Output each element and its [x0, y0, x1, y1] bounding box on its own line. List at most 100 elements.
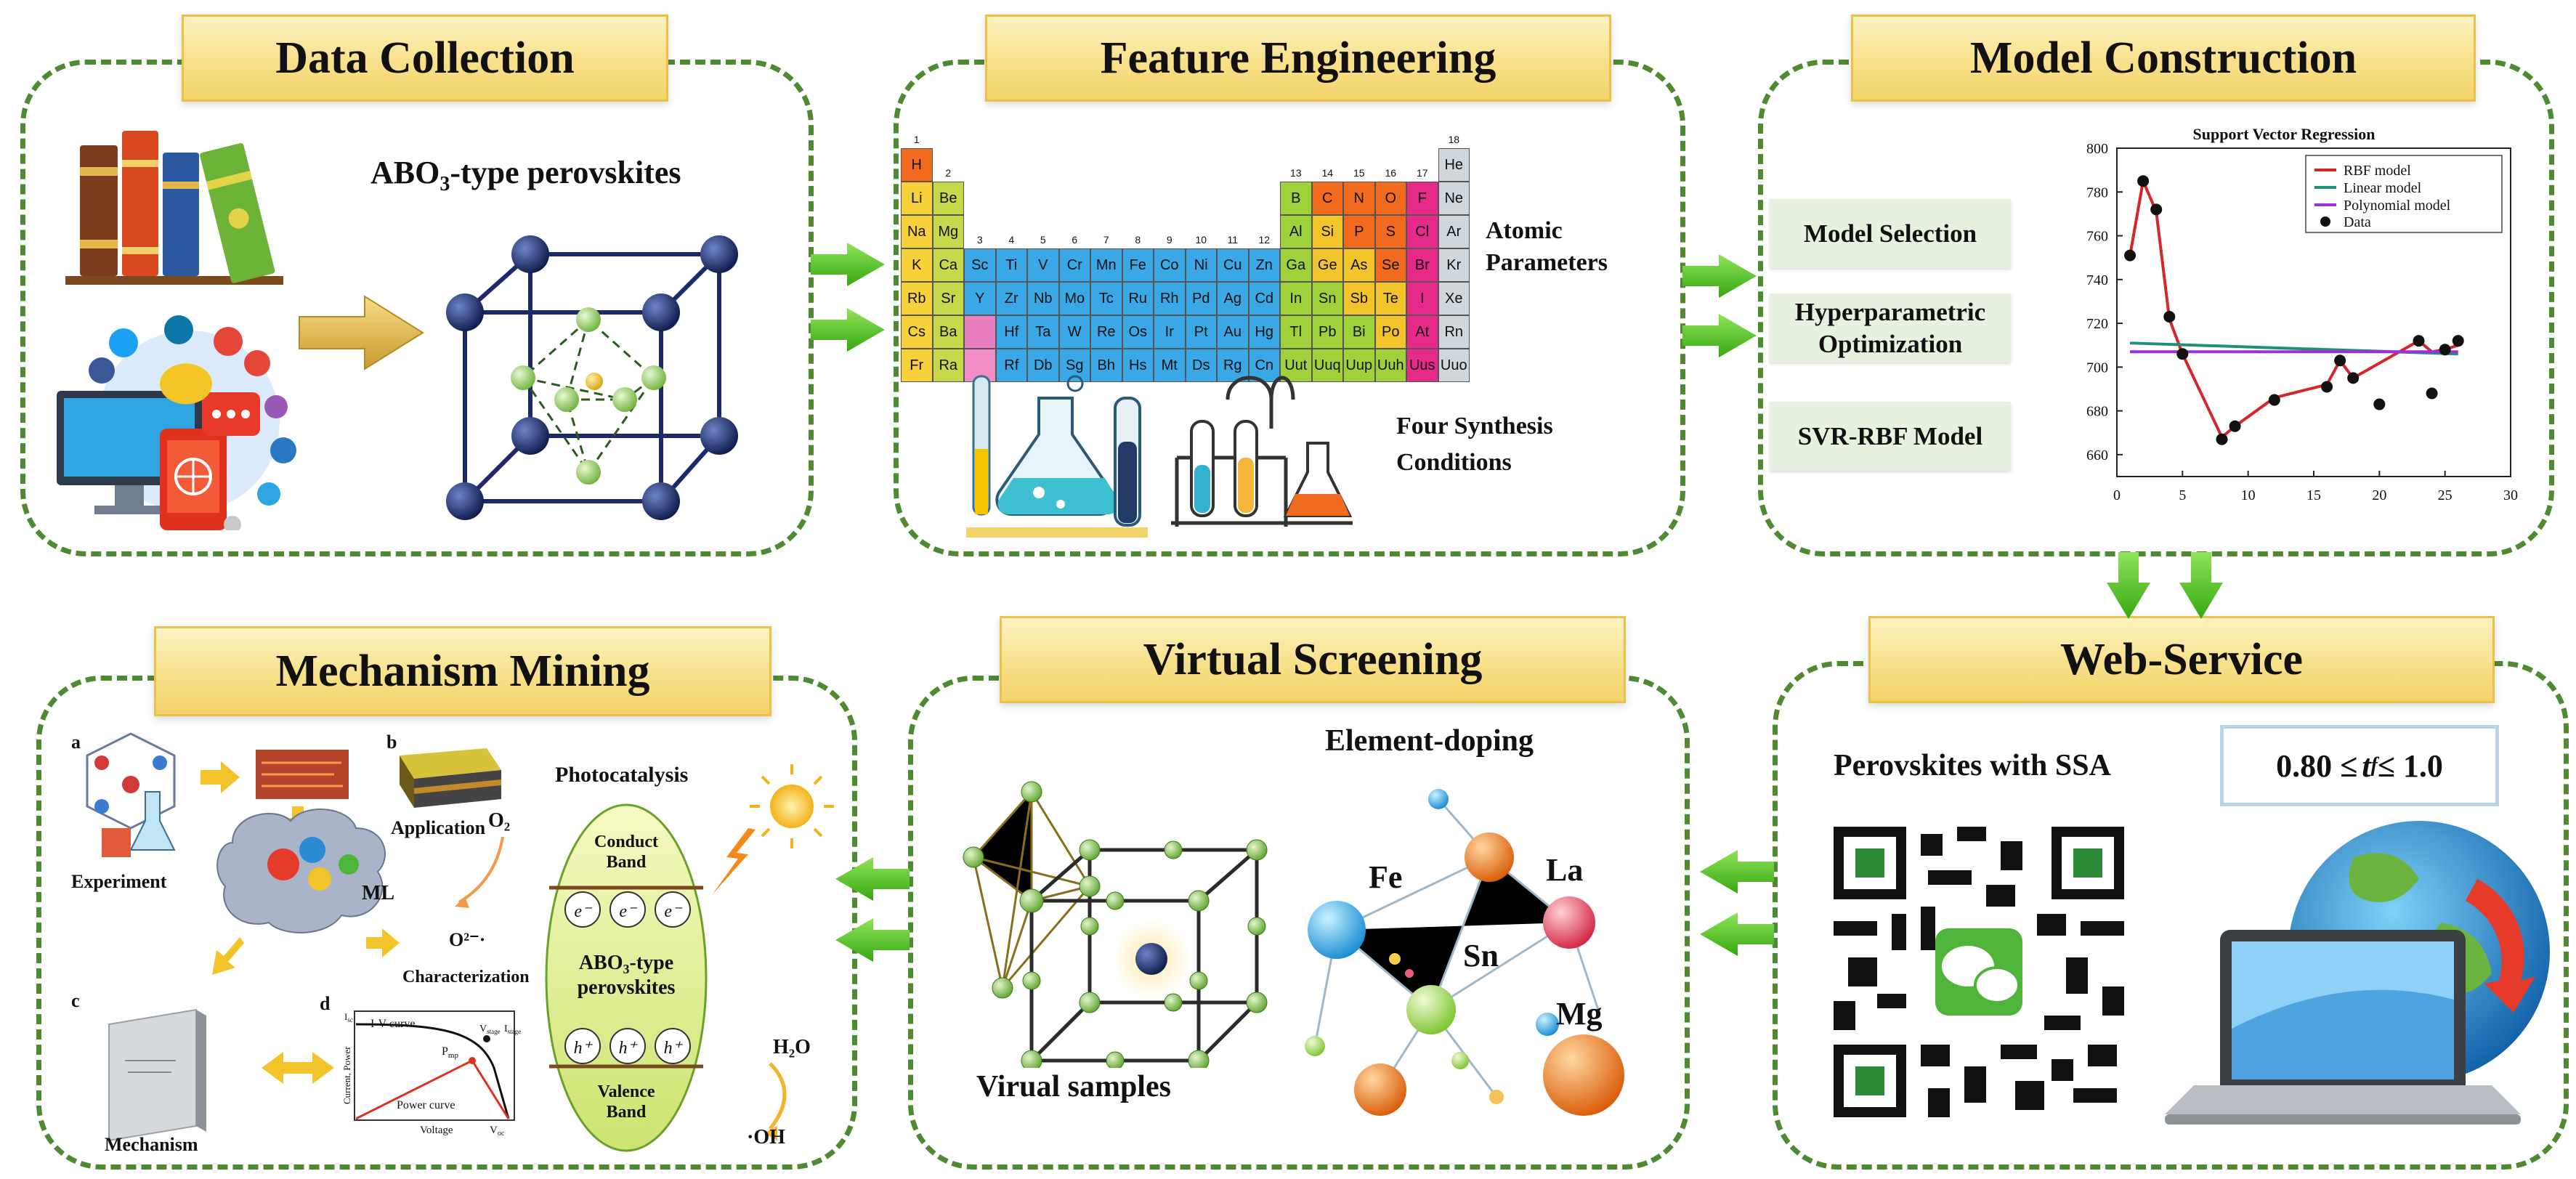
- experiment-label: Experiment: [71, 871, 167, 892]
- synthesis-conditions-label: Four Synthesis Conditions: [1396, 413, 1553, 476]
- mechanism-mining-title: Mechanism Mining: [154, 626, 771, 716]
- element-cell-si: Si: [1311, 215, 1343, 248]
- pmp-label: Pmp: [442, 1045, 458, 1060]
- arrow-right-2a: [1682, 254, 1757, 298]
- hole-2: h⁺: [619, 1039, 639, 1058]
- data-point: [2413, 335, 2425, 347]
- element-cell-cd: Cd: [1248, 282, 1280, 315]
- element-cell-rn: Rn: [1438, 315, 1470, 349]
- arrow-left-2b: [835, 918, 910, 962]
- letter-c: c: [71, 990, 80, 1011]
- mechanism-book-icon: [108, 1008, 206, 1142]
- group-label: 6: [1072, 234, 1078, 246]
- element-cell-ag: Ag: [1217, 282, 1249, 315]
- element-cell-fr: Fr: [901, 349, 933, 382]
- abo-type-line1: ABO3-type: [579, 952, 673, 976]
- laptop-globe-icon: [2165, 821, 2550, 1125]
- element-cell-pt: Pt: [1185, 315, 1217, 349]
- voltage-label: Voltage: [420, 1125, 453, 1136]
- abo-type-line2: perovskites: [578, 976, 676, 999]
- y-tick-label: 800: [2086, 141, 2108, 157]
- arrow-left-1b: [1700, 912, 1774, 956]
- legend-polynomial: Polynomial model: [2344, 198, 2451, 214]
- gold-arrow: [299, 295, 424, 370]
- lightning-icon: [712, 828, 756, 895]
- legend-linear: Linear model: [2344, 180, 2422, 196]
- h2o-label: H₂O: [773, 1036, 811, 1058]
- element-cell-ga: Ga: [1280, 248, 1312, 282]
- element-doping-molecule-icon: Fe La Sn Mg: [1305, 789, 1624, 1116]
- element-cell-uuh: Uuh: [1374, 349, 1406, 382]
- y-tick-label: 760: [2086, 229, 2108, 245]
- data-point: [2347, 372, 2360, 384]
- element-mg: Mg: [1556, 996, 1603, 1032]
- element-cell-kr: Kr: [1438, 248, 1470, 282]
- x-tick-label: 0: [2113, 487, 2121, 503]
- y-tick-label: 680: [2086, 404, 2108, 420]
- element-cell-ra: Ra: [932, 349, 964, 382]
- voc-label: Voc: [490, 1125, 505, 1138]
- photocatalysis-label: Photocatalysis: [555, 763, 688, 787]
- data-point: [2176, 348, 2189, 360]
- application-label: Application: [391, 817, 486, 838]
- group-label: 8: [1135, 234, 1141, 246]
- element-cell-br: Br: [1406, 248, 1438, 282]
- element-cell-h: H: [901, 148, 933, 182]
- group-label: 1: [913, 134, 920, 145]
- element-cell-cs: Cs: [901, 315, 933, 349]
- element-cell-w: W: [1058, 315, 1090, 349]
- mechanism-label: Mechanism: [105, 1134, 198, 1155]
- data-point: [2124, 249, 2136, 262]
- hyperparametric-optimization-box: Hyperparametric Optimization: [1770, 293, 2011, 362]
- y-tick-label: 660: [2086, 447, 2108, 463]
- group-label: 4: [1008, 234, 1015, 246]
- iv-curve-label: I-V curve: [370, 1018, 415, 1030]
- data-point: [2137, 175, 2150, 187]
- arrow-right-1b: [811, 308, 885, 352]
- group-label: 16: [1385, 167, 1397, 179]
- element-cell-uus: Uus: [1406, 349, 1438, 382]
- element-cell-rg: Rg: [1217, 349, 1249, 382]
- sun-icon: [750, 764, 834, 848]
- element-cell-pb: Pb: [1311, 315, 1343, 349]
- group-label: 13: [1289, 167, 1302, 179]
- element-cell-ca: Ca: [932, 248, 964, 282]
- element-cell-ta: Ta: [1027, 315, 1059, 349]
- element-fe: Fe: [1369, 859, 1402, 895]
- oh-label: ·OH: [747, 1126, 785, 1148]
- group-label: 9: [1166, 234, 1172, 246]
- photocatalysis-ellipse: [545, 803, 708, 1152]
- valence-band-line2: Band: [607, 1103, 647, 1122]
- qr-code-icon: [1834, 827, 2124, 1117]
- element-cell-al: Al: [1280, 215, 1312, 248]
- element-cell-ds: Ds: [1185, 349, 1217, 382]
- element-cell-y: Y: [964, 282, 996, 315]
- legend-data: Data: [2344, 214, 2371, 230]
- conduct-band-line2: Band: [607, 853, 647, 872]
- element-cell-zr: Zr: [995, 282, 1027, 315]
- arrow-down-b: [2179, 552, 2223, 619]
- element-cell-os: Os: [1122, 315, 1154, 349]
- letter-a: a: [71, 732, 81, 753]
- legend-rbf: RBF model: [2344, 163, 2411, 179]
- model-selection-box: Model Selection: [1770, 199, 2011, 268]
- istage-label: Istage: [504, 1024, 521, 1035]
- power-curve-label: Power curve: [397, 1099, 455, 1111]
- element-cell-cl: Cl: [1406, 215, 1438, 248]
- element-cell-rb: Rb: [901, 282, 933, 315]
- arrow-left-2a: [835, 857, 910, 901]
- element-cell-he: He: [1438, 148, 1470, 182]
- group-label: 15: [1353, 167, 1365, 179]
- element-cell-mn: Mn: [1090, 248, 1122, 282]
- element-cell-zn: Zn: [1248, 248, 1280, 282]
- element-cell-mg: Mg: [932, 215, 964, 248]
- books-icon: [65, 131, 283, 285]
- arrow-down-a: [2107, 552, 2150, 619]
- element-cell-mo: Mo: [1058, 282, 1090, 315]
- group-label: 5: [1040, 234, 1046, 246]
- element-cell-in: In: [1280, 282, 1312, 315]
- electron-3: e⁻: [664, 902, 683, 921]
- hole-3: h⁺: [664, 1039, 684, 1058]
- x-tick-label: 10: [2241, 487, 2256, 503]
